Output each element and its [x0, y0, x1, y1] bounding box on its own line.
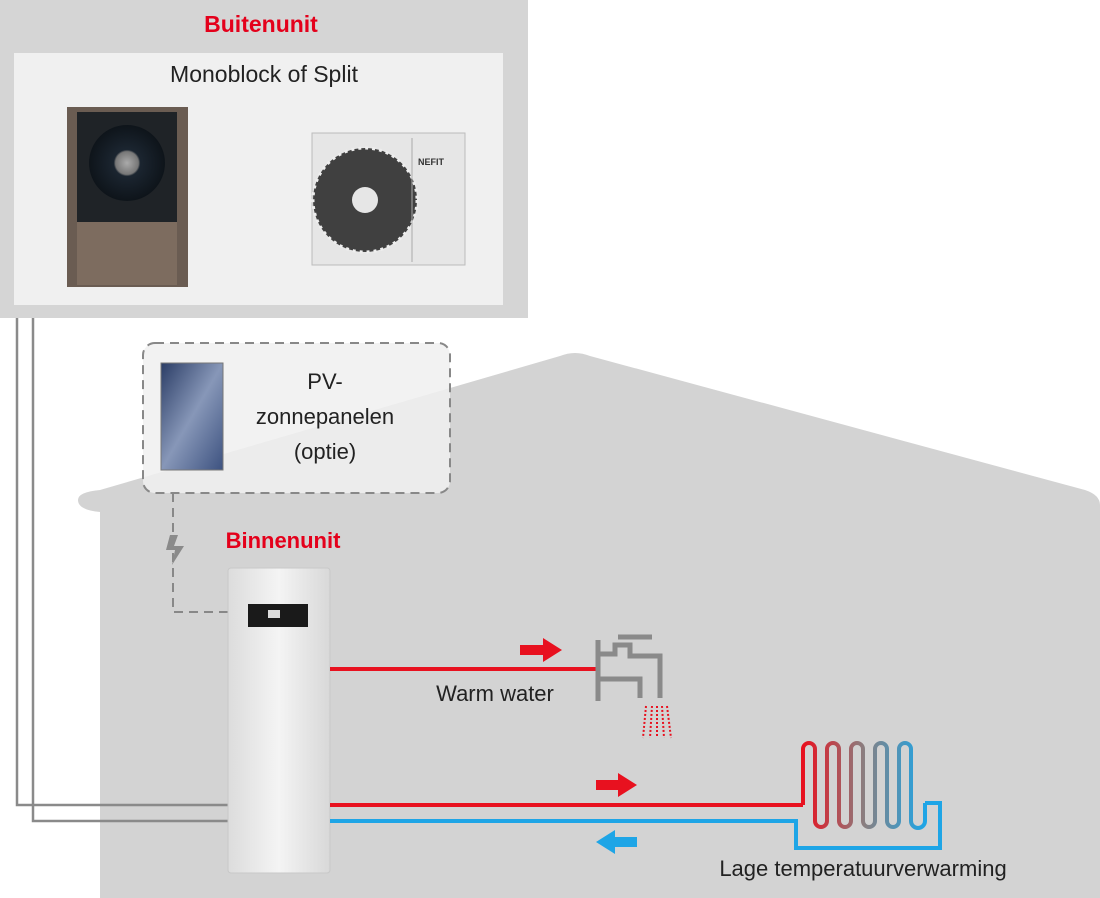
heating-label: Lage temperatuurverwarming [719, 856, 1006, 881]
lightning-icon [166, 535, 184, 565]
outdoor-connection-pipe [31, 318, 230, 823]
indoor-unit-image [227, 567, 331, 874]
outdoor-unit-title: Buitenunit [204, 11, 318, 37]
monoblock-unit-image [67, 107, 188, 287]
outdoor-unit-subtitle: Monoblock of Split [170, 61, 359, 87]
heating-return-pipe [330, 801, 942, 850]
pv-power-line [172, 493, 228, 613]
indoor-unit-title: Binnenunit [226, 528, 342, 553]
tap-icon [595, 634, 663, 701]
pv-label-line1: PV- [307, 369, 342, 394]
hot-water-label: Warm water [436, 681, 554, 706]
pv-label-line2: zonnepanelen [256, 404, 394, 429]
water-spray [642, 705, 672, 739]
pv-panel-image [160, 362, 224, 471]
pv-label-line3: (optie) [294, 439, 356, 464]
outdoor-connection-pipe [15, 318, 230, 807]
arrow-left-icon [596, 830, 637, 854]
arrow-right-icon [596, 773, 637, 797]
split-unit-image: NEFIT [311, 132, 466, 266]
arrow-right-icon [520, 638, 562, 662]
split-brand-logo: NEFIT [418, 157, 445, 167]
underfloor-heating-coil [801, 741, 927, 830]
